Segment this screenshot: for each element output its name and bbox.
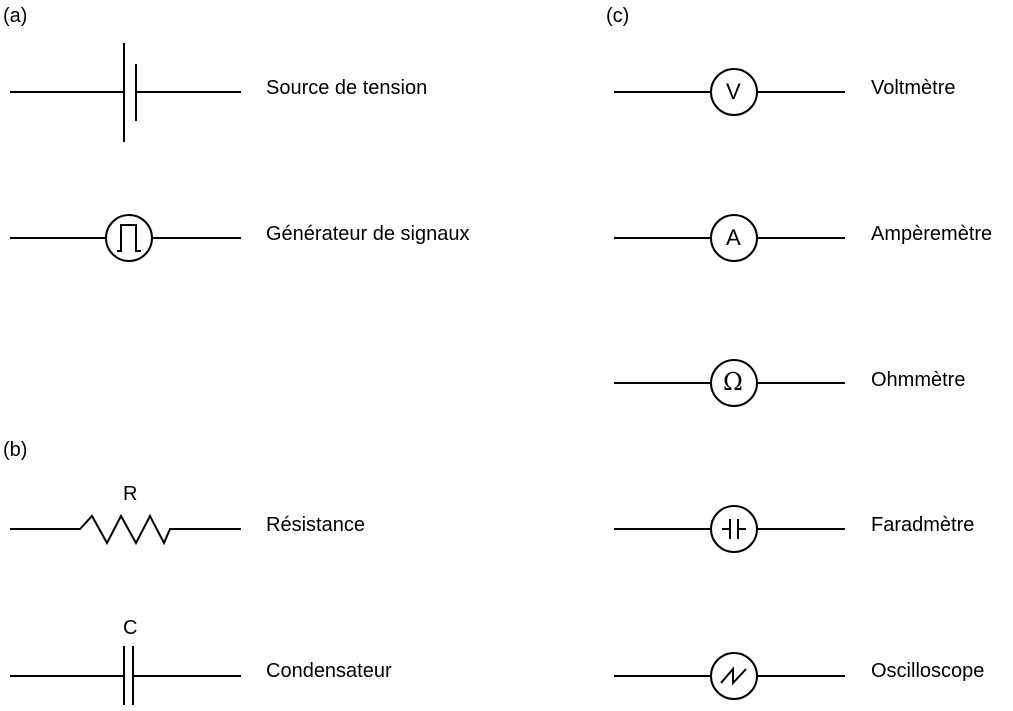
voltage-source-symbol	[10, 43, 241, 142]
voltage-source-label: Source de tension	[266, 77, 428, 99]
section-label-b: (b)	[3, 439, 28, 461]
voltmeter-symbol	[614, 68, 845, 116]
ammeter-label: Ampèremètre	[871, 223, 993, 245]
ohmmeter-label: Ohmmètre	[871, 369, 966, 391]
oscilloscope-symbol	[614, 652, 845, 700]
ohmmeter-symbol	[614, 359, 845, 407]
capacitor-letter: C	[123, 617, 138, 639]
signal-generator-symbol	[10, 214, 241, 262]
section-label-c: (c)	[606, 5, 630, 27]
resistor-letter: R	[123, 483, 138, 505]
section-label-a: (a)	[3, 5, 28, 27]
resistor-label: Résistance	[266, 514, 365, 536]
ammeter-letter: A	[726, 225, 741, 250]
faradmeter-symbol	[614, 505, 845, 553]
ohmmeter-letter: Ω	[723, 368, 743, 396]
capacitor-symbol	[10, 646, 241, 705]
voltmeter-label: Voltmètre	[871, 77, 956, 99]
resistor-symbol	[10, 513, 241, 546]
voltmeter-letter: V	[726, 79, 741, 104]
signal-generator-label: Générateur de signaux	[266, 223, 470, 245]
ammeter-symbol	[614, 214, 845, 262]
faradmeter-label: Faradmètre	[871, 514, 975, 536]
capacitor-label: Condensateur	[266, 660, 392, 682]
oscilloscope-label: Oscilloscope	[871, 660, 985, 682]
